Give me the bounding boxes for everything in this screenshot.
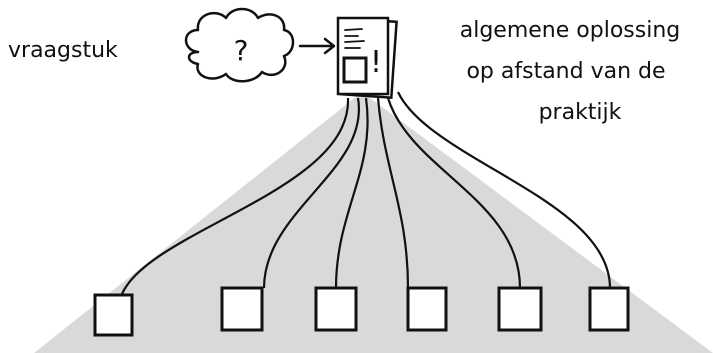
connector-line	[120, 97, 350, 295]
question-mark: ?	[234, 34, 249, 67]
solution-line-3: praktijk	[539, 100, 622, 125]
practice-box	[497, 286, 543, 332]
practice-box	[588, 286, 630, 332]
document-image-box	[342, 56, 368, 84]
practice-box	[93, 293, 134, 337]
document-text-lines	[344, 28, 365, 49]
problem-cloud: ?	[184, 7, 295, 83]
solution-line-2: op afstand van de	[466, 59, 665, 84]
problem-label: vraagstuk	[8, 38, 118, 63]
cloud-outline	[184, 7, 295, 83]
practice-box	[314, 286, 358, 332]
practice-triangle	[34, 92, 713, 353]
exclamation-mark: !	[370, 45, 382, 80]
connector-line	[397, 91, 612, 289]
general-solution-document: !	[336, 16, 398, 99]
practice-box	[406, 286, 448, 332]
connector-line	[376, 97, 410, 289]
solution-line-1: algemene oplossing	[460, 18, 680, 43]
connector-line	[334, 97, 369, 289]
connector-lines	[120, 91, 612, 295]
practice-box	[220, 286, 264, 332]
solution-description: algemene oplossing op afstand van de pra…	[460, 18, 680, 125]
arrow-to-solution	[298, 37, 336, 55]
connector-line	[262, 97, 361, 289]
connector-line	[386, 97, 522, 289]
practice-boxes	[93, 286, 630, 337]
